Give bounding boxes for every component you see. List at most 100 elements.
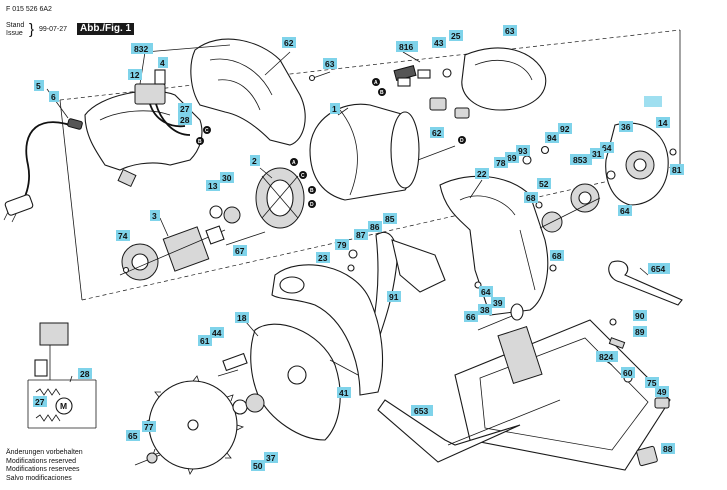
- svg-text:653: 653: [414, 406, 428, 416]
- callout-4: 4: [158, 57, 168, 68]
- callout-88: 88: [661, 443, 675, 454]
- note-fr: Modifications reservees: [6, 466, 80, 473]
- callout-64c: 64: [479, 286, 493, 297]
- long-screw: [417, 145, 456, 161]
- callout-50: 50: [251, 460, 265, 471]
- svg-text:64: 64: [620, 206, 630, 216]
- callout-87: 87: [354, 229, 368, 240]
- callout-25: 25: [449, 30, 463, 41]
- svg-text:C: C: [205, 128, 209, 134]
- mains-plug: [3, 194, 34, 223]
- callout-79: 79: [335, 239, 349, 250]
- svg-text:50: 50: [253, 461, 263, 471]
- callout-90: 90: [633, 310, 647, 321]
- callout-tags: 832 62 63 816 43 25 63 12 4 5 6 27 28 1 …: [33, 25, 684, 471]
- svg-text:94: 94: [547, 133, 557, 143]
- lower-blade-guard: [250, 323, 341, 441]
- callout-5: 5: [34, 80, 44, 91]
- svg-text:853: 853: [573, 155, 587, 165]
- callout-68: 68: [524, 192, 538, 203]
- svg-text:61: 61: [200, 336, 210, 346]
- callout-30: 30: [220, 172, 234, 183]
- svg-text:77: 77: [144, 422, 154, 432]
- motor-symbol-label: M: [60, 401, 67, 411]
- spring: [329, 359, 359, 376]
- callout-39: 39: [491, 297, 505, 308]
- callout-61: 61: [198, 335, 212, 346]
- lever-small: [222, 352, 248, 372]
- callout-92: 92: [558, 123, 572, 134]
- svg-text:27: 27: [35, 397, 45, 407]
- svg-text:A: A: [374, 80, 378, 86]
- blank-callout-tag: [644, 96, 662, 107]
- base-plate: [454, 319, 671, 471]
- callout-816: 816: [396, 41, 418, 52]
- svg-text:6: 6: [51, 92, 56, 102]
- svg-text:25: 25: [451, 31, 461, 41]
- connector-marker-a2: A: [290, 158, 298, 166]
- field-coil: [255, 167, 305, 229]
- svg-text:654: 654: [651, 264, 665, 274]
- callout-832: 832: [131, 43, 153, 54]
- svg-text:64: 64: [602, 143, 612, 153]
- motor-cap: [442, 47, 547, 111]
- connector-marker-c2: C: [299, 171, 307, 179]
- svg-text:23: 23: [318, 253, 328, 263]
- connector-marker-a: A: [372, 78, 380, 86]
- wrench: [608, 260, 683, 306]
- callout-64b: 64: [618, 205, 632, 216]
- brush-holder-set: [393, 64, 470, 119]
- screw: [264, 51, 291, 76]
- callout-77: 77: [142, 421, 156, 432]
- svg-text:30: 30: [222, 173, 232, 183]
- svg-text:92: 92: [560, 124, 570, 134]
- svg-text:68: 68: [526, 193, 536, 203]
- svg-text:4: 4: [160, 58, 165, 68]
- svg-text:36: 36: [621, 122, 631, 132]
- svg-text:52: 52: [539, 179, 549, 189]
- document-number: F 015 526 6A2: [6, 6, 52, 13]
- callout-81: 81: [670, 164, 684, 175]
- callout-44: 44: [210, 327, 224, 338]
- callout-6: 6: [49, 91, 59, 102]
- motor-housing: [309, 103, 420, 201]
- callout-28b: 28: [78, 368, 92, 379]
- pivot-screw: [477, 315, 513, 331]
- issue-date: 99-07-27: [39, 26, 68, 33]
- callout-63b: 63: [503, 25, 517, 36]
- svg-text:5: 5: [36, 81, 41, 91]
- callout-66: 66: [464, 311, 478, 322]
- callout-13: 13: [206, 180, 220, 191]
- callout-28: 28: [178, 114, 192, 125]
- switch-block: [134, 83, 166, 105]
- svg-text:B: B: [198, 139, 202, 145]
- svg-text:39: 39: [493, 298, 503, 308]
- svg-text:75: 75: [647, 378, 657, 388]
- wiring-schematic: M: [27, 322, 97, 429]
- svg-text:B: B: [380, 90, 384, 96]
- svg-text:43: 43: [434, 38, 444, 48]
- handle-half-right: [190, 38, 306, 146]
- svg-text:18: 18: [237, 313, 247, 323]
- connector-marker-b2: B: [196, 137, 204, 145]
- svg-text:C: C: [301, 173, 305, 179]
- modification-notes: Änderungen vorbehalten Modifications res…: [6, 449, 83, 483]
- callout-12: 12: [128, 69, 142, 80]
- svg-text:22: 22: [477, 169, 487, 179]
- upper-blade-guard: [271, 264, 384, 396]
- callout-653: 653: [411, 405, 433, 416]
- callout-27: 27: [178, 103, 192, 114]
- svg-text:824: 824: [599, 352, 613, 362]
- callout-64: 64: [600, 142, 614, 153]
- bearing: [209, 205, 223, 219]
- saw-blade: [141, 375, 245, 475]
- svg-text:44: 44: [212, 328, 222, 338]
- svg-text:64: 64: [481, 287, 491, 297]
- cord-sleeve: [67, 118, 83, 130]
- callout-22: 22: [475, 168, 489, 179]
- issue-label: Issue: [6, 30, 23, 37]
- svg-text:85: 85: [385, 214, 395, 224]
- svg-text:D: D: [310, 202, 314, 208]
- svg-text:68: 68: [552, 251, 562, 261]
